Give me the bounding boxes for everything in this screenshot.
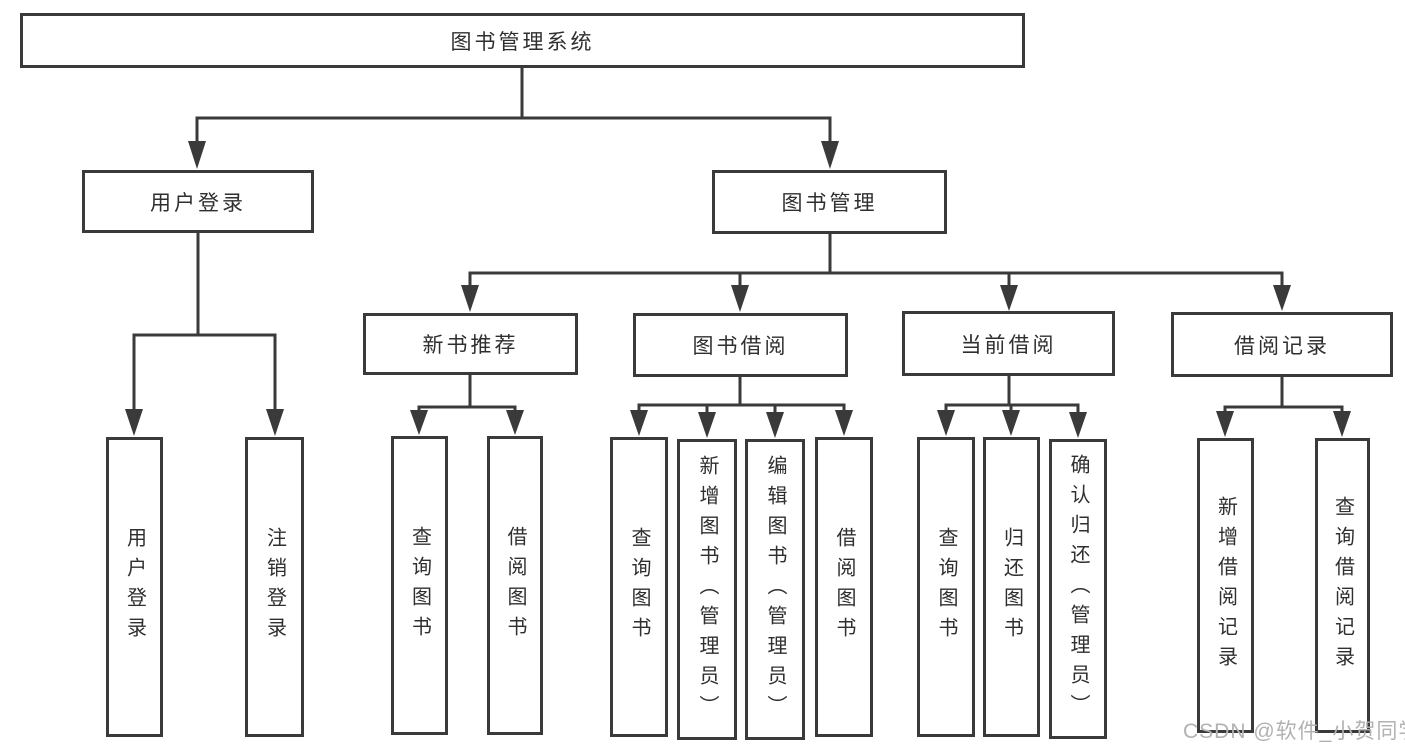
arrowhead-icon xyxy=(630,410,648,436)
arrowhead-icon xyxy=(1216,411,1234,437)
arrowhead-icon xyxy=(1002,410,1020,436)
arrowhead-icon xyxy=(731,285,749,312)
node-label: 图书管理系统 xyxy=(450,30,595,54)
node-label: 新增借阅记录 xyxy=(1214,495,1237,676)
leaf-bookborrow-query-books: 查询图书 xyxy=(610,437,668,737)
arrowhead-icon xyxy=(937,410,955,436)
arrowhead-icon xyxy=(835,410,853,436)
arrowhead-icon xyxy=(506,410,524,435)
leaf-user-login: 用户登录 xyxy=(106,437,163,737)
node-label: 借阅图书 xyxy=(833,527,855,647)
node-label: 查询图书 xyxy=(935,527,957,647)
node-label: 确认归还（管理员） xyxy=(1067,454,1089,724)
leaf-logout: 注销登录 xyxy=(245,437,304,737)
edges-new-books xyxy=(410,373,524,435)
arrowhead-icon xyxy=(125,409,143,436)
node-label: 图书借阅 xyxy=(692,335,789,358)
node-label: 借阅记录 xyxy=(1234,334,1330,358)
leaf-currentborrow-confirm-return-admin: 确认归还（管理员） xyxy=(1049,439,1107,739)
arrowhead-icon xyxy=(266,409,284,436)
leaf-bookborrow-edit-books-admin: 编辑图书（管理员） xyxy=(745,439,805,740)
leaf-bookborrow-borrow-books: 借阅图书 xyxy=(815,437,873,737)
leaf-records-add-borrow-record: 新增借阅记录 xyxy=(1197,438,1254,733)
node-borrow-records: 借阅记录 xyxy=(1171,312,1393,377)
edges-user-login xyxy=(125,231,284,436)
node-label: 查询图书 xyxy=(628,527,650,647)
edges-borrow-records xyxy=(1216,375,1351,437)
node-book-management: 图书管理 xyxy=(712,170,947,234)
node-label: 编辑图书（管理员） xyxy=(764,454,786,725)
node-root: 图书管理系统 xyxy=(20,13,1025,68)
node-label: 新增图书（管理员） xyxy=(696,454,718,725)
arrowhead-icon xyxy=(821,141,839,169)
node-label: 查询图书 xyxy=(408,525,431,646)
node-label: 新书推荐 xyxy=(422,334,519,357)
leaf-currentborrow-return-books: 归还图书 xyxy=(983,437,1040,737)
node-label: 用户登录 xyxy=(150,191,246,215)
leaf-bookborrow-add-books-admin: 新增图书（管理员） xyxy=(677,439,737,740)
leaf-records-query-borrow-record: 查询借阅记录 xyxy=(1315,438,1370,733)
arrowhead-icon xyxy=(461,285,479,312)
csdn-watermark: CSDN @软件_小贺同学 xyxy=(1183,720,1405,743)
arrowhead-icon xyxy=(188,141,206,169)
node-user-login: 用户登录 xyxy=(82,170,314,233)
node-label: 查询借阅记录 xyxy=(1331,495,1354,676)
node-label: 当前借阅 xyxy=(960,333,1057,357)
node-label: 借阅图书 xyxy=(504,525,526,646)
arrowhead-icon xyxy=(1273,285,1291,311)
arrowhead-icon xyxy=(766,412,784,438)
edges-root-to-level2 xyxy=(188,66,839,169)
edges-book-borrow xyxy=(630,375,853,438)
leaf-currentborrow-query-books: 查询图书 xyxy=(917,437,975,737)
arrowhead-icon xyxy=(410,410,428,435)
arrowhead-icon xyxy=(1069,412,1087,438)
arrowhead-icon xyxy=(1333,411,1351,437)
node-label: 归还图书 xyxy=(1000,527,1023,647)
node-new-book-recommend: 新书推荐 xyxy=(363,313,578,375)
edges-book-management xyxy=(461,232,1291,312)
node-label: 注销登录 xyxy=(263,527,286,647)
node-label: 图书管理 xyxy=(781,192,878,215)
node-book-borrow: 图书借阅 xyxy=(633,313,848,377)
arrowhead-icon xyxy=(1000,285,1018,311)
leaf-newbooks-query-books: 查询图书 xyxy=(391,436,448,735)
edges-current-borrow xyxy=(937,374,1087,438)
leaf-newbooks-borrow-books: 借阅图书 xyxy=(487,436,543,735)
node-current-borrow: 当前借阅 xyxy=(902,311,1115,376)
node-label: 用户登录 xyxy=(123,527,146,647)
arrowhead-icon xyxy=(698,412,716,438)
